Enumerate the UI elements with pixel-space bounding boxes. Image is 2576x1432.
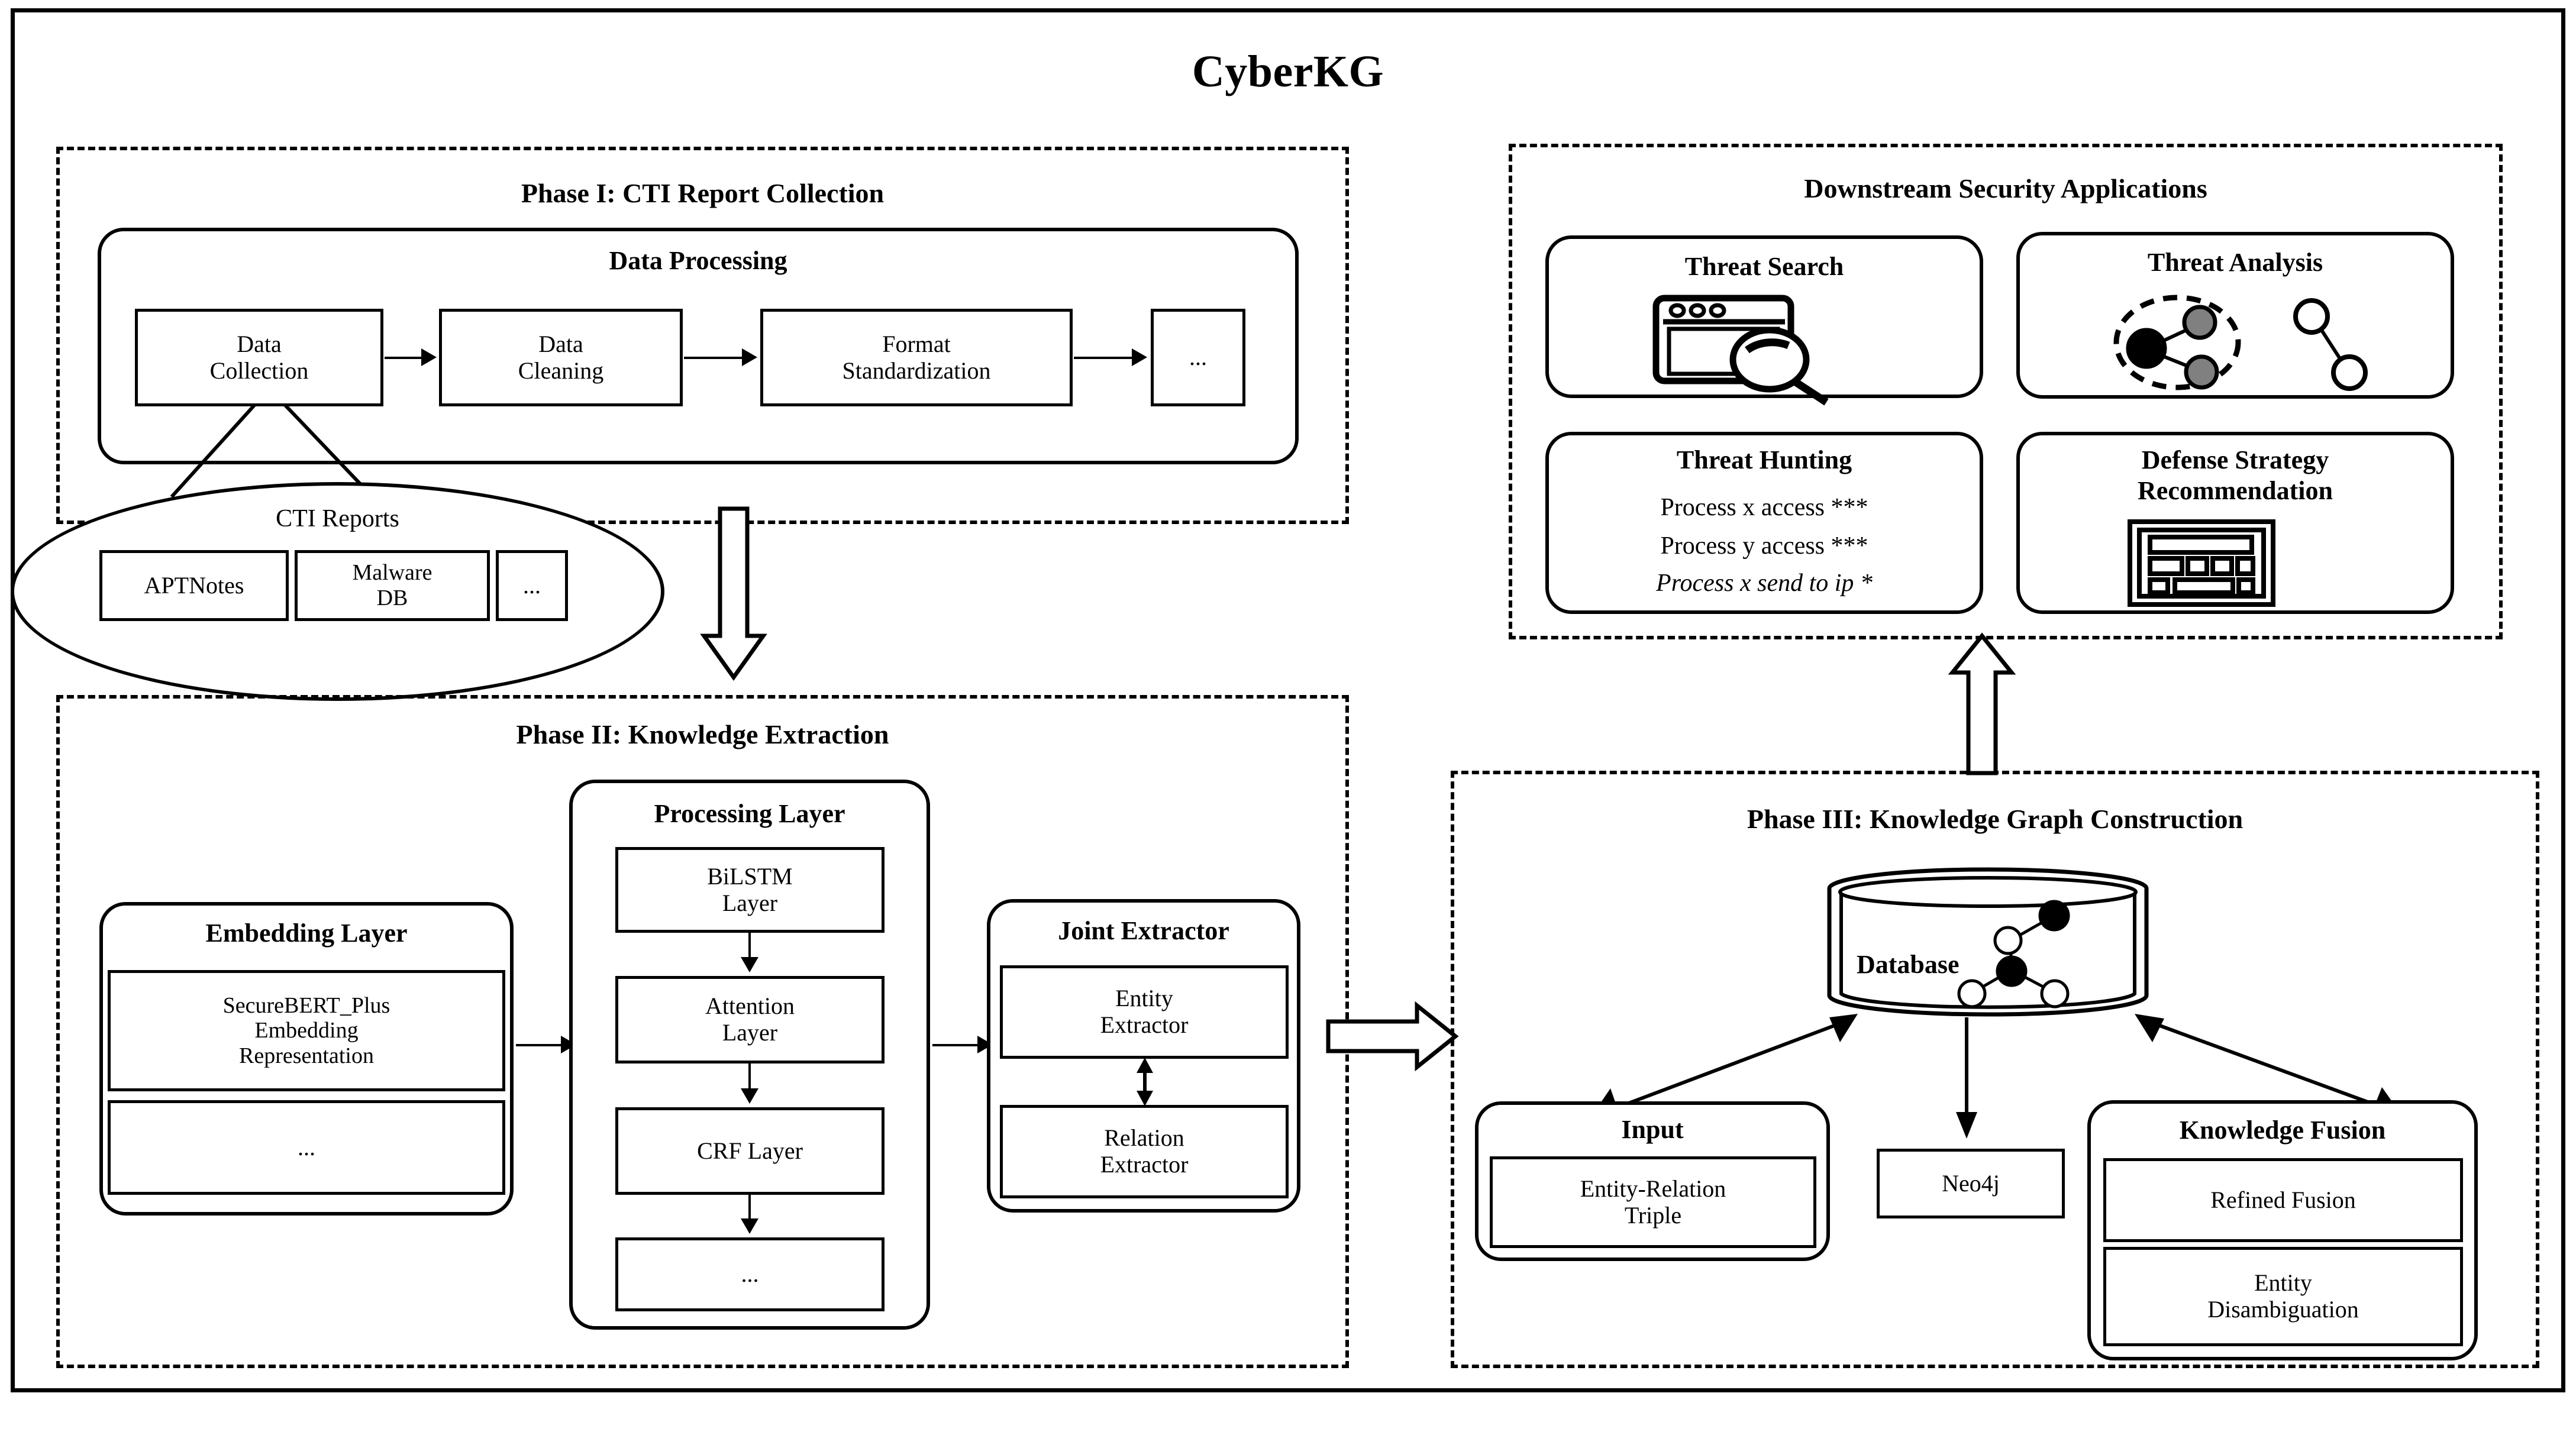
app-card-threat-hunting[interactable] (1545, 432, 1983, 614)
connector-line (1074, 357, 1133, 359)
connector-line (748, 1064, 751, 1093)
app-card-threat-analysis[interactable] (2016, 232, 2454, 399)
threat-hunting-title: Threat Hunting (1676, 445, 1852, 474)
threat-hunting-line-1: Process x access *** (1660, 494, 1868, 521)
connector-arrow (741, 957, 758, 972)
database-cylinder-icon (1827, 867, 2149, 1017)
connector-line (748, 933, 751, 962)
processing-layer-heading: Processing Layer (654, 799, 845, 828)
embedding-layer-heading: Embedding Layer (205, 919, 408, 948)
phase-1-container (56, 147, 1349, 524)
processing-item-ellipsis[interactable]: ... (615, 1237, 885, 1311)
joint-extractor-heading: Joint Extractor (1058, 916, 1229, 945)
threat-hunting-line-3: Process x send to ip * (1656, 570, 1873, 597)
processing-item-crf[interactable]: CRF Layer (615, 1107, 885, 1195)
document-form-icon (2128, 519, 2275, 607)
connector-arrow (1132, 348, 1147, 366)
connector-line (516, 1044, 562, 1046)
connector-arrow (421, 348, 437, 366)
step-format-standardization[interactable]: Format Standardization (760, 309, 1073, 406)
threat-analysis-title: Threat Analysis (2147, 248, 2323, 277)
processing-item-attention[interactable]: Attention Layer (615, 976, 885, 1064)
phase-2-heading: Phase II: Knowledge Extraction (516, 719, 889, 749)
source-aptnotes[interactable]: APTNotes (99, 550, 289, 621)
connector-line (932, 1044, 979, 1046)
connector-arrow (741, 1088, 758, 1104)
extractor-item-relation[interactable]: Relation Extractor (1000, 1105, 1289, 1198)
page-title: CyberKG (1192, 47, 1384, 96)
connector-line (385, 357, 422, 359)
node-graph-icon (2113, 295, 2368, 391)
defense-strategy-title: Defense Strategy Recommendation (2138, 445, 2333, 505)
processing-item-bilstm[interactable]: BiLSTM Layer (615, 847, 885, 933)
phase-1-heading: Phase I: CTI Report Collection (521, 178, 885, 208)
connector-arrow (741, 1218, 758, 1234)
browser-search-icon (1652, 295, 1829, 406)
phase3-to-applications-arrow (1948, 632, 2016, 775)
cti-reports-label: CTI Reports (276, 505, 399, 532)
threat-hunting-line-2: Process y access *** (1660, 532, 1868, 560)
applications-container (1509, 144, 2503, 639)
input-heading: Input (1621, 1115, 1684, 1144)
bidirectional-arrow (1137, 1058, 1153, 1106)
step-data-cleaning[interactable]: Data Cleaning (439, 309, 683, 406)
database-label: Database (1857, 950, 1960, 979)
knowledge-fusion-heading: Knowledge Fusion (2179, 1116, 2386, 1145)
neo4j-node[interactable]: Neo4j (1877, 1149, 2065, 1218)
database-to-neo4j-arrow (1956, 1017, 1977, 1139)
step-ellipsis[interactable]: ... (1151, 309, 1245, 406)
threat-search-title: Threat Search (1684, 252, 1844, 281)
embedding-item-ellipsis[interactable]: ... (108, 1100, 505, 1195)
phase2-to-phase3-arrow (1326, 1001, 1459, 1072)
extractor-item-entity[interactable]: Entity Extractor (1000, 965, 1289, 1059)
source-funnel-lines (170, 403, 372, 499)
connector-arrow (742, 348, 757, 366)
connector-line (684, 357, 743, 359)
step-data-collection[interactable]: Data Collection (135, 309, 383, 406)
data-processing-heading: Data Processing (609, 246, 787, 275)
applications-heading: Downstream Security Applications (1804, 173, 2207, 203)
embedding-item-securebert[interactable]: SecureBERT_Plus Embedding Representation (108, 970, 505, 1091)
source-malware-db[interactable]: Malware DB (295, 550, 490, 621)
phase1-to-phase2-arrow (700, 506, 767, 681)
connector-line (748, 1195, 751, 1223)
fusion-item-disambiguation[interactable]: Entity Disambiguation (2103, 1247, 2463, 1346)
fusion-item-refined[interactable]: Refined Fusion (2103, 1158, 2463, 1242)
input-item-triple[interactable]: Entity-Relation Triple (1490, 1156, 1816, 1248)
phase-3-heading: Phase III: Knowledge Graph Construction (1747, 804, 2243, 834)
source-ellipsis[interactable]: ... (496, 550, 568, 621)
